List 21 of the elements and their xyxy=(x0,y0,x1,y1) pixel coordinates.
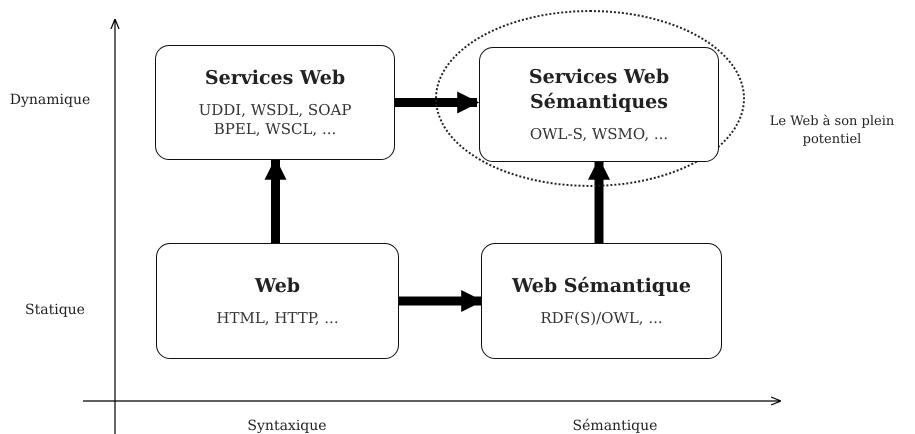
box-text: RDF(S)/OWL, ... xyxy=(540,308,663,328)
ellipse-label: Le Web à son plein potentiel xyxy=(768,113,896,150)
rounded-box xyxy=(155,45,395,160)
box-text: OWL-S, WSMO, ... xyxy=(530,124,668,144)
dotted-ellipse xyxy=(435,10,745,187)
axis-label: Syntaxique xyxy=(247,418,327,434)
rounded-box xyxy=(156,243,399,359)
box-title: Services Web Sémantiques xyxy=(528,65,670,115)
axis-label: Statique xyxy=(25,302,85,318)
box-title: Web xyxy=(254,274,300,299)
box-text: UDDI, WSDL, SOAP BPEL, WSCL, ... xyxy=(198,101,352,139)
rounded-box xyxy=(479,47,719,162)
box-text: HTML, HTTP, ... xyxy=(216,308,339,328)
axis-label: Sémantique xyxy=(572,418,658,434)
thick-arrow xyxy=(264,158,286,243)
rounded-box xyxy=(481,243,722,359)
box-title: Services Web xyxy=(204,66,346,92)
thick-arrow xyxy=(399,290,484,312)
axis-label: Dynamique xyxy=(10,92,90,108)
thick-arrow xyxy=(395,92,480,114)
box-title: Web Sémantique xyxy=(512,274,691,299)
